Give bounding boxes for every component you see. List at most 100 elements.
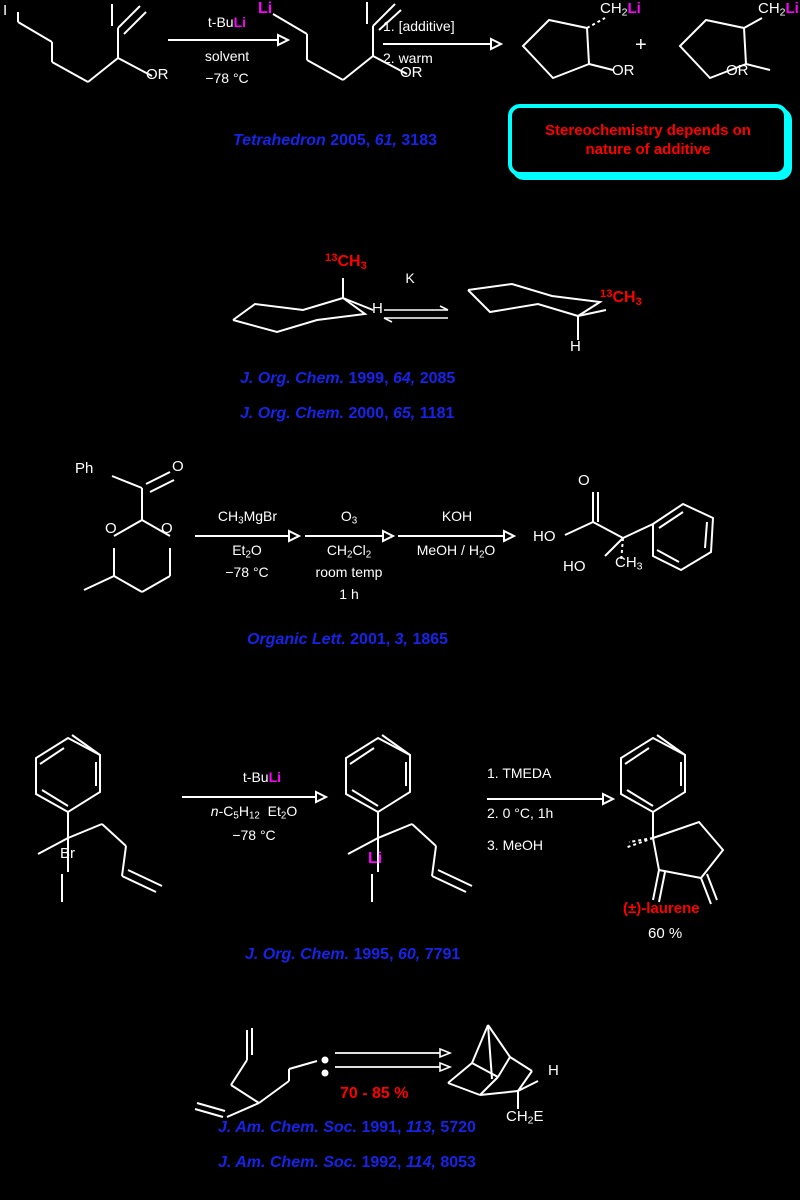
scheme3-step1-solvent: Et2O xyxy=(232,542,262,561)
scheme4-citation-page: 7791 xyxy=(424,946,461,963)
scheme4-arrow-2 xyxy=(487,792,616,806)
scheme3-citation-year: 2001, xyxy=(350,631,391,648)
scheme2-right-chair-structure xyxy=(467,282,607,340)
scheme5-citation-1-year: 1991, xyxy=(361,1119,402,1136)
scheme1-arrow-2 xyxy=(383,37,504,51)
scheme5-yield-label: 70 - 85 % xyxy=(340,1085,409,1102)
stereochemistry-note-text: Stereochemistry depends on nature of add… xyxy=(545,122,751,158)
scheme1-substrate-structure xyxy=(17,4,153,83)
scheme2-citation-2-journal: J. Org. Chem. xyxy=(240,405,345,422)
scheme1-product-b-ch2li-label: CH2Li xyxy=(758,0,799,19)
scheme4-substrate-structure xyxy=(35,734,163,902)
scheme2-right-13ch3-label: 13CH3 xyxy=(600,288,642,308)
scheme3-product-ho-bot-label: HO xyxy=(563,558,586,575)
scheme3-product-structure xyxy=(564,492,715,572)
scheme1-product-b-structure xyxy=(678,17,771,80)
scheme1-temperature-label: −78 °C xyxy=(205,70,249,86)
scheme3-ring-o2-label: O xyxy=(161,520,173,537)
scheme4-citation-year: 1995, xyxy=(353,946,394,963)
scheme3-citation-journal: Organic Lett. xyxy=(247,631,346,648)
scheme1-intermediate-structure xyxy=(272,2,408,81)
scheme5-product-ch2e-label: CH2E xyxy=(506,1108,544,1127)
scheme3-step2-reagent: O3 xyxy=(340,508,358,527)
scheme1-arrow-1 xyxy=(168,33,291,47)
scheme3-step1-temp: −78 °C xyxy=(225,564,269,580)
scheme5-substrate-structure xyxy=(194,1028,329,1118)
scheme4-br-label: Br xyxy=(60,845,75,862)
scheme3-product-ho-top-label: HO xyxy=(533,528,556,545)
scheme3-ring-o1-label: O xyxy=(105,520,117,537)
scheme3-product-ch3-label: CH3 xyxy=(615,554,643,573)
scheme1-product-b-or-label: OR xyxy=(726,62,749,79)
scheme4-step2-line1: 1. TMEDA xyxy=(487,765,552,781)
scheme4-arrow-1 xyxy=(182,790,329,804)
scheme1-citation-journal: Tetrahedron xyxy=(233,132,326,149)
scheme3-substrate-structure xyxy=(83,471,175,593)
scheme1-citation-page: 3183 xyxy=(401,132,437,149)
scheme4-step1-tbu: t-Bu xyxy=(242,769,269,785)
scheme5-citation-1-page: 5720 xyxy=(440,1119,476,1136)
scheme3-ph-label: Ph xyxy=(75,460,94,477)
scheme2-citation-2: J. Org. Chem. 2000, 65, 1181 xyxy=(240,405,454,423)
scheme2-citation-1-page: 2085 xyxy=(419,370,456,387)
scheme2-citation-1-journal: J. Org. Chem. xyxy=(240,370,345,387)
scheme3-citation-page: 1865 xyxy=(412,631,449,648)
scheme5-product-h-label: H xyxy=(548,1062,559,1079)
scheme4-intermediate-structure xyxy=(345,734,473,902)
scheme2-citation-1-volume: 64, xyxy=(392,370,416,387)
scheme1-product-a-or-label: OR xyxy=(612,62,635,79)
scheme5-citation-2: J. Am. Chem. Soc. 1992, 114, 8053 xyxy=(218,1154,476,1172)
scheme4-step2-line3: 3. MeOH xyxy=(487,837,544,853)
scheme-5: 70 - 85 % H CH2E xyxy=(0,1000,800,1130)
scheme1-citation: Tetrahedron 2005, 61, 3183 xyxy=(233,132,437,150)
scheme3-step3-reagent: KOH xyxy=(441,508,473,524)
scheme3-arrow-3 xyxy=(398,529,517,543)
scheme1-reagent-li: Li xyxy=(233,14,247,30)
scheme3-step2-temp: room temp xyxy=(315,564,383,580)
scheme2-equilibrium-arrows xyxy=(383,305,449,323)
scheme1-citation-year: 2005, xyxy=(330,132,371,149)
scheme2-citation-2-year: 2000, xyxy=(348,405,389,422)
scheme4-product-name-label: (±)-laurene xyxy=(623,900,700,917)
scheme2-citation-2-volume: 65, xyxy=(392,405,416,422)
scheme5-citation-1-volume: 113, xyxy=(405,1119,436,1136)
scheme2-reagent-k-label: K xyxy=(405,270,415,286)
scheme3-carbonyl-o-label: O xyxy=(172,458,184,475)
scheme3-arrow-2 xyxy=(305,529,396,543)
stereochemistry-note-box: Stereochemistry depends on nature of add… xyxy=(508,104,788,176)
scheme3-product-o-label: O xyxy=(578,472,590,489)
scheme3-step3-solvent: MeOH / H2O xyxy=(416,542,496,561)
scheme-2: 13CH3 H K 13CH3 H xyxy=(0,250,800,380)
scheme5-citation-2-year: 1992, xyxy=(361,1154,402,1171)
scheme1-substrate-or-label: OR xyxy=(146,66,169,83)
scheme1-step2-line1: 1. [additive] xyxy=(383,18,455,34)
scheme3-citation: Organic Lett. 2001, 3, 1865 xyxy=(247,631,448,649)
scheme2-left-chair-structure xyxy=(232,278,374,334)
scheme1-iodine-label: I xyxy=(3,2,8,19)
scheme5-citation-2-page: 8053 xyxy=(440,1154,476,1171)
scheme5-arrows xyxy=(335,1047,453,1073)
scheme5-product-structure xyxy=(447,1024,539,1109)
scheme5-citation-1: J. Am. Chem. Soc. 1991, 113, 5720 xyxy=(218,1119,476,1137)
scheme1-plus-sign: + xyxy=(635,34,647,56)
scheme4-step1-reagent: t-BuLi xyxy=(182,769,342,786)
scheme2-citation-1: J. Org. Chem. 1999, 64, 2085 xyxy=(240,370,455,388)
scheme3-step1-reagent: CH3MgBr xyxy=(217,508,278,527)
scheme4-citation-journal: J. Org. Chem. xyxy=(245,946,350,963)
scheme-3: Ph O O O CH3MgBr Et2O −78 °C O3 CH2Cl2 r… xyxy=(0,450,800,620)
scheme1-product-a-structure xyxy=(521,17,614,80)
scheme1-solvent-label: solvent xyxy=(204,48,250,64)
scheme5-citation-2-journal: J. Am. Chem. Soc. xyxy=(218,1154,357,1171)
scheme3-step2-solvent: CH2Cl2 xyxy=(326,542,372,561)
scheme2-right-h-label: H xyxy=(570,338,581,355)
scheme1-intermediate-li-label: Li xyxy=(258,0,273,17)
scheme4-citation-volume: 60, xyxy=(397,946,421,963)
scheme-1: I OR t-BuLi solvent −78 °C Li OR 1. [add… xyxy=(0,0,800,190)
scheme4-intermediate-li-label: Li xyxy=(368,850,383,867)
scheme1-intermediate-or-label: OR xyxy=(400,64,423,81)
scheme1-reagent-tbu: t-Bu xyxy=(207,14,234,30)
scheme4-product-structure xyxy=(620,734,725,905)
scheme3-step2-time: 1 h xyxy=(339,586,359,602)
scheme4-step1-temp: −78 °C xyxy=(232,827,276,843)
scheme1-reagent-tbuli: t-BuLi xyxy=(168,14,286,31)
